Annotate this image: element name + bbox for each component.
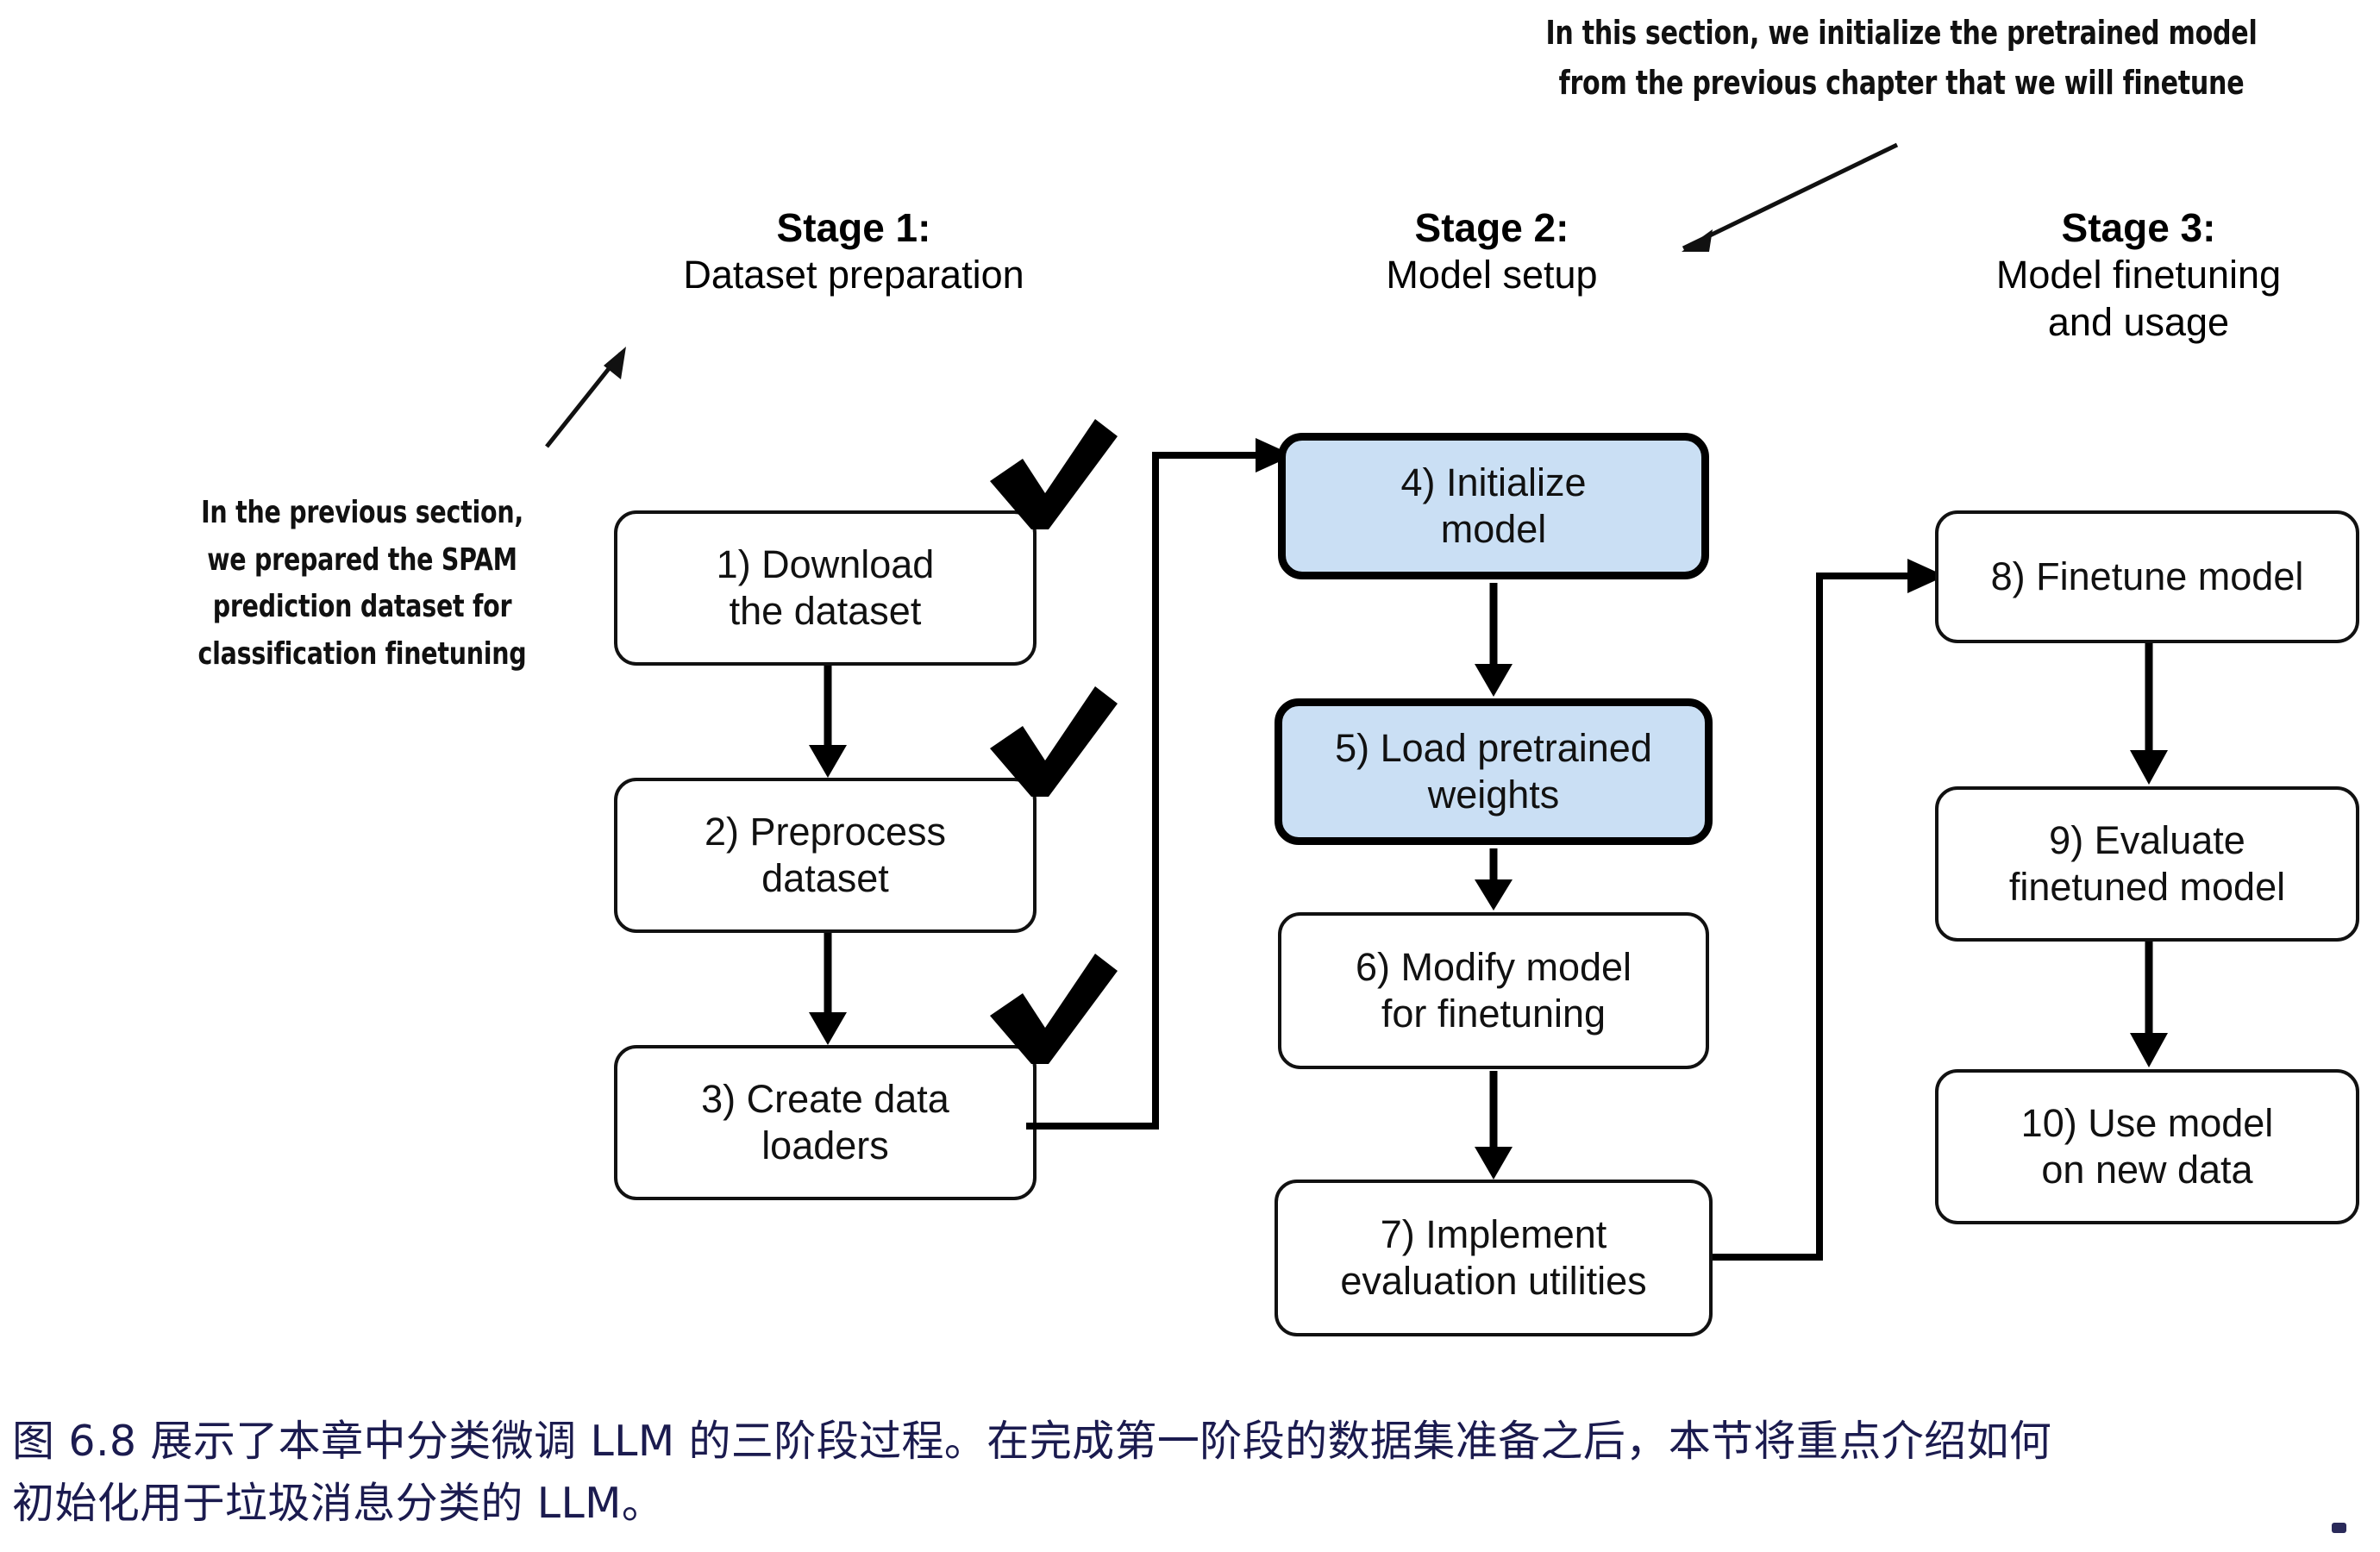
text-cursor-marker [2332, 1523, 2346, 1533]
stage-1-heading: Stage 1: Dataset preparation [604, 203, 1104, 299]
annotation-left-line-3: prediction dataset for [212, 589, 512, 625]
stage-2-subtitle: Model setup [1386, 253, 1598, 297]
step-1-line-1: 1) Download [716, 541, 935, 586]
step-9-line-2: finetuned model [2008, 865, 2286, 909]
stage-2-title: Stage 2: [1414, 205, 1569, 250]
step-5-line-2: weights [1427, 773, 1560, 817]
stage-2-heading: Stage 2: Model setup [1268, 203, 1716, 299]
step-1-line-2: the dataset [729, 589, 922, 633]
annotation-arrow-up-right [517, 336, 690, 457]
step-3-line-2: loaders [761, 1123, 889, 1167]
step-box-8-finetune-model[interactable]: 8) Finetune model [1935, 510, 2359, 643]
step-2-line-1: 2) Preprocess [704, 809, 947, 854]
step-4-line-2: model [1440, 507, 1547, 551]
arrow-step-8-to-step-9 [2123, 643, 2175, 788]
stage-1-title: Stage 1: [776, 205, 931, 250]
step-9-line-1: 9) Evaluate [2049, 817, 2245, 862]
annotation-arrow-down-left [1638, 138, 1949, 276]
arrow-step-5-to-step-6 [1468, 848, 1519, 914]
step-6-line-1: 6) Modify model [1355, 944, 1632, 989]
annotation-left-line-4: classification finetuning [197, 636, 527, 673]
caption-line-1: 图 6.8 展示了本章中分类微调 LLM 的三阶段过程。在完成第一阶段的数据集准… [12, 1417, 2052, 1466]
annotation-left-line-2: we prepared the SPAM [207, 541, 517, 578]
step-6-line-2: for finetuning [1381, 992, 1606, 1036]
step-7-line-1: 7) Implement [1380, 1211, 1607, 1256]
arrow-step-2-to-step-3 [802, 933, 854, 1047]
stage-3-title: Stage 3: [2061, 205, 2216, 250]
annotation-top-right-line-1: In this section, we initialize the pretr… [1545, 14, 2258, 52]
arrow-step-9-to-step-10 [2123, 942, 2175, 1071]
stage-3-heading: Stage 3: Model finetuning and usage [1910, 203, 2367, 347]
arrow-step-4-to-step-5 [1468, 583, 1519, 700]
annotation-top-right-line-2: from the previous chapter that we will f… [1558, 63, 2245, 102]
figure-caption: 图 6.8 展示了本章中分类微调 LLM 的三阶段过程。在完成第一阶段的数据集准… [12, 1411, 2375, 1534]
connector-stage-1-to-stage-2 [1026, 431, 1302, 1147]
step-2-line-2: dataset [761, 856, 889, 900]
stage-3-subtitle-line-1: Model finetuning [1995, 253, 2282, 297]
arrow-step-1-to-step-2 [802, 666, 854, 779]
caption-line-2: 初始化用于垃圾消息分类的 LLM。 [12, 1478, 665, 1528]
stage-3-subtitle-line-2: and usage [2047, 300, 2230, 344]
annotation-top-right: In this section, we initialize the pretr… [1488, 9, 2314, 109]
step-10-line-2: on new data [2041, 1148, 2253, 1192]
step-4-line-1: 4) Initialize [1400, 460, 1587, 504]
step-10-line-1: 10) Use model [2020, 1100, 2274, 1145]
step-7-line-2: evaluation utilities [1340, 1259, 1647, 1303]
step-5-line-1: 5) Load pretrained [1335, 725, 1652, 770]
annotation-left: In the previous section, we prepared the… [150, 490, 575, 679]
connector-stage-2-to-stage-3 [1713, 552, 1954, 1267]
stage-1-subtitle: Dataset preparation [683, 253, 1024, 297]
annotation-left-line-1: In the previous section, [201, 495, 523, 530]
step-3-line-1: 3) Create data [701, 1076, 949, 1121]
arrow-step-6-to-step-7 [1468, 1071, 1519, 1181]
step-8-label: 8) Finetune model [1990, 554, 2304, 598]
